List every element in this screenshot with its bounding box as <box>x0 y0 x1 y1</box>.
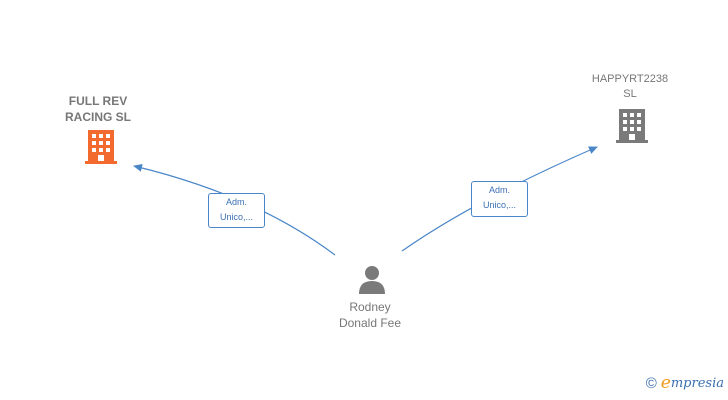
building-icon[interactable] <box>616 109 648 143</box>
edge-role-left-line1: Adm. <box>225 197 247 207</box>
logo-text: mpresia <box>670 375 724 391</box>
person-icon[interactable] <box>357 264 387 294</box>
edge-role-right-line2: Unico,... <box>482 200 516 210</box>
logo-initial: e <box>660 373 671 393</box>
edge-role-left-line2: Unico,... <box>219 212 253 222</box>
person-label[interactable]: Rodney Donald Fee <box>310 299 430 331</box>
edge-role-label-left[interactable]: Adm. Unico,... <box>208 193 265 228</box>
company-right-name-line1: HAPPYRT2238 <box>591 73 669 85</box>
edge-role-label-right[interactable]: Adm. Unico,... <box>471 181 528 217</box>
company-left-label[interactable]: FULL REV RACING SL <box>38 93 158 125</box>
edge-role-right-line1: Adm. <box>488 185 510 195</box>
person-name-line1: Rodney <box>349 300 391 314</box>
building-icon[interactable] <box>85 130 117 164</box>
company-right-name-line2: SL <box>623 88 637 100</box>
person-name-line2: Donald Fee <box>338 316 402 330</box>
company-left-name-line2: RACING SL <box>65 110 131 124</box>
copyright-symbol: © <box>645 374 657 392</box>
empresia-logo: © e mpresia <box>646 373 724 393</box>
company-right-label[interactable]: HAPPYRT2238 SL <box>570 72 690 102</box>
company-left-name-line1: FULL REV <box>68 94 128 108</box>
